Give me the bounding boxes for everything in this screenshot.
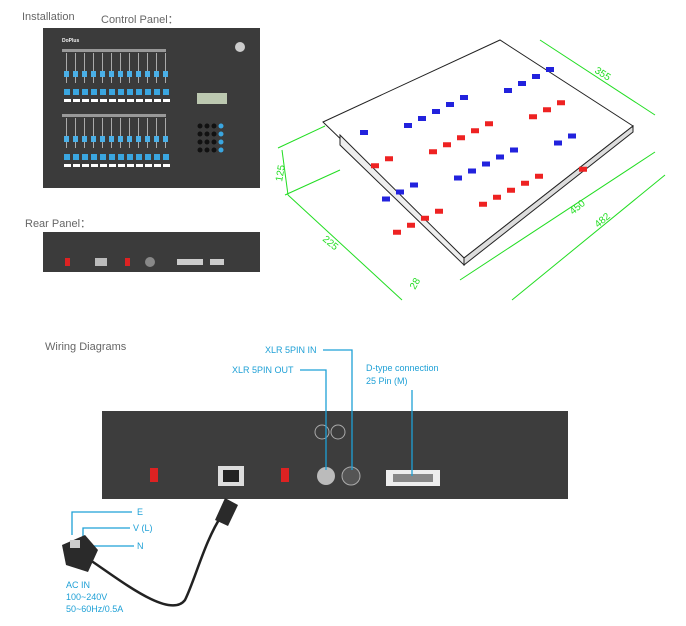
frequency-label: 50~60Hz/0.5A <box>66 604 124 614</box>
wiring-diagrams-heading: Wiring Diagrams <box>45 341 127 353</box>
dim-depth: 355 <box>592 65 612 84</box>
installation-heading: Installation <box>22 11 75 23</box>
dim-lip: 28 <box>408 276 423 292</box>
xlr-in-label: XLR 5PIN IN <box>265 345 317 355</box>
isometric-dimension-drawing: 355 125 225 450 482 28 <box>274 39 666 301</box>
control-panel-image: DoPlus <box>43 28 260 188</box>
dtype-label: D-type connection <box>366 363 439 373</box>
ac-in-label: AC IN <box>66 580 91 590</box>
brand-logo-text: DoPlus <box>62 38 79 44</box>
neutral-label: N <box>137 541 144 551</box>
power-cable <box>62 498 238 607</box>
control-panel-heading: Control Panel： <box>101 14 179 26</box>
voltage-label: 100~240V <box>66 592 108 602</box>
dim-width-outer: 482 <box>593 211 613 230</box>
earth-label: E <box>137 507 144 517</box>
dim-height: 125 <box>274 164 288 183</box>
dim-width-inner: 450 <box>568 198 588 217</box>
dtype-pin-label: 25 Pin (M) <box>366 376 408 386</box>
rear-panel-heading: Rear Panel： <box>25 218 92 230</box>
dim-side: 225 <box>320 234 340 253</box>
xlr-out-label: XLR 5PIN OUT <box>232 365 294 375</box>
live-label: V (L) <box>133 523 153 533</box>
callout-lines <box>71 349 413 547</box>
wiring-rear-panel <box>102 411 568 499</box>
rear-panel-image <box>43 232 260 272</box>
